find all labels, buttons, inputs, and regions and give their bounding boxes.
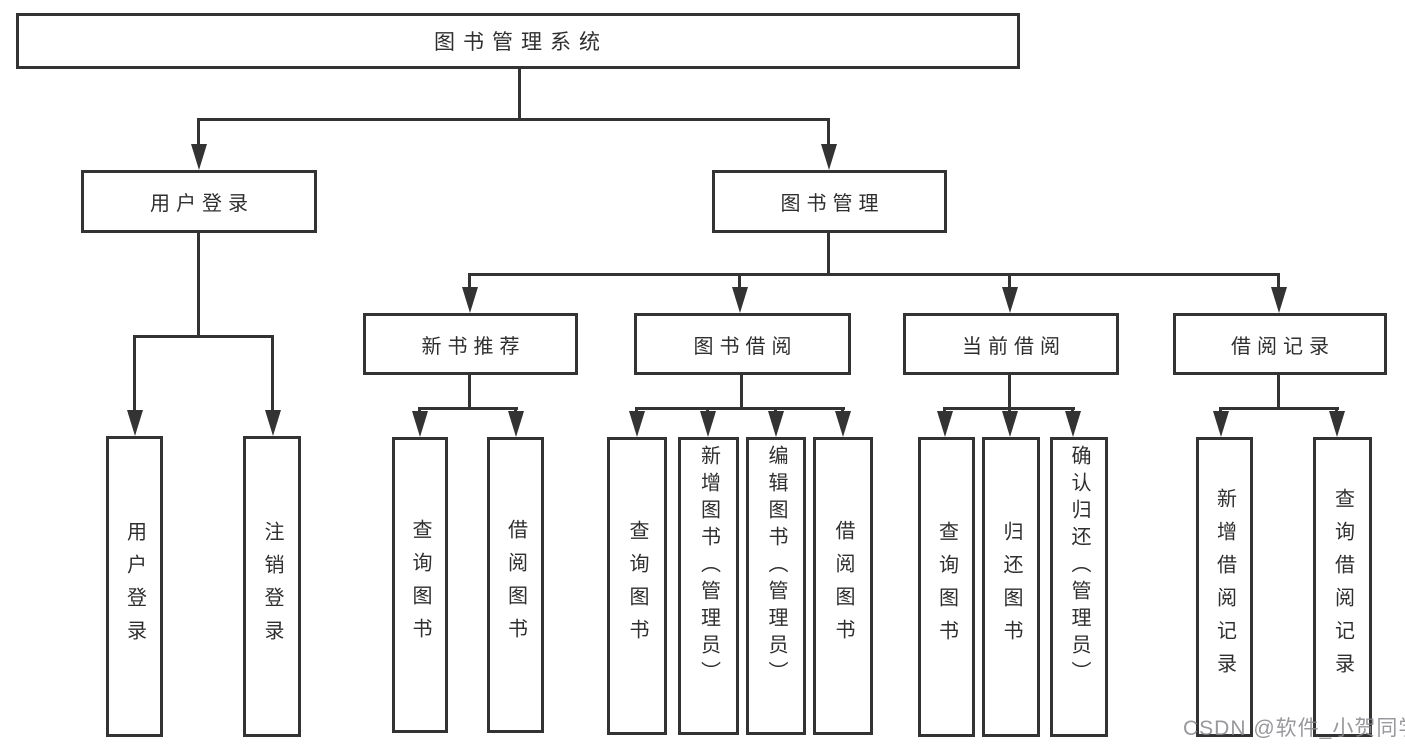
leaf-label: 借阅图书 [504, 519, 527, 651]
node-borrow-records-label: 借阅记录 [1231, 335, 1335, 358]
node-root: 图书管理系统 [16, 13, 1020, 69]
node-book-mgmt: 图书管理 [712, 170, 947, 233]
leaf-label: 查询图书 [409, 519, 431, 651]
connector-line [418, 407, 518, 410]
leaf-bookborrow-borrow: 借阅图书 [813, 437, 873, 735]
arrow-down-icon [127, 410, 143, 436]
leaf-user-login: 用户登录 [106, 436, 163, 737]
connector-line [841, 407, 844, 414]
arrow-down-icon [412, 411, 428, 437]
connector-line [271, 335, 274, 411]
leaf-label: 查询图书 [626, 520, 648, 652]
connector-line [133, 335, 136, 411]
arrow-down-icon [191, 144, 207, 170]
leaf-current-return: 归还图书 [982, 437, 1040, 737]
connector-line [1219, 407, 1222, 414]
leaf-bookborrow-query: 查询图书 [607, 437, 667, 735]
arrow-down-icon [700, 411, 716, 437]
connector-line [1277, 375, 1280, 407]
connector-line [1008, 407, 1011, 414]
leaf-label: 编辑图书（管理员） [765, 445, 787, 688]
arrow-down-icon [1002, 287, 1018, 313]
leaf-records-add: 新增借阅记录 [1196, 437, 1253, 737]
arrow-down-icon [629, 411, 645, 437]
node-book-borrow-label: 图书借阅 [693, 335, 798, 358]
connector-line [518, 69, 521, 118]
connector-line [468, 273, 471, 289]
connector-line [198, 118, 830, 121]
connector-line [635, 407, 638, 414]
arrow-down-icon [937, 411, 953, 437]
node-borrow-records: 借阅记录 [1173, 313, 1387, 375]
connector-line [514, 407, 517, 414]
arrow-down-icon [1329, 411, 1345, 437]
connector-line [468, 273, 1280, 276]
arrow-down-icon [835, 411, 851, 437]
node-current-borrow-label: 当前借阅 [962, 335, 1066, 358]
connector-line [738, 273, 741, 289]
leaf-bookborrow-edit: 编辑图书（管理员） [746, 437, 806, 735]
leaf-label: 归还图书 [1000, 521, 1022, 653]
leaf-label: 新增借阅记录 [1213, 488, 1236, 686]
node-new-books-label: 新书推荐 [421, 335, 526, 358]
arrow-down-icon [1002, 411, 1018, 437]
leaf-logout: 注销登录 [243, 436, 301, 737]
csdn-watermark: CSDN @软件_小贺同学 [1183, 717, 1405, 740]
arrow-down-icon [768, 411, 784, 437]
node-book-mgmt-label: 图书管理 [780, 193, 885, 215]
arrow-down-icon [1271, 287, 1287, 313]
leaf-current-confirm: 确认归还（管理员） [1050, 437, 1108, 737]
node-book-borrow: 图书借阅 [634, 313, 851, 375]
connector-line [1008, 375, 1011, 407]
arrow-down-icon [1213, 411, 1229, 437]
node-root-label: 图书管理系统 [434, 31, 608, 54]
node-user-login: 用户登录 [81, 170, 317, 233]
connector-line [827, 233, 830, 273]
node-user-login-label: 用户登录 [150, 193, 254, 215]
leaf-current-query: 查询图书 [918, 437, 975, 737]
connector-line [774, 407, 777, 414]
leaf-records-query: 查询借阅记录 [1313, 437, 1372, 737]
leaf-label: 新增图书（管理员） [697, 445, 720, 688]
leaf-label: 查询图书 [935, 521, 958, 653]
connector-line [197, 118, 200, 145]
node-new-books: 新书推荐 [363, 313, 578, 375]
connector-line [1219, 407, 1339, 410]
arrow-down-icon [265, 410, 281, 436]
leaf-newbooks-borrow: 借阅图书 [487, 437, 544, 733]
arrow-down-icon [508, 411, 524, 437]
connector-line [1008, 273, 1011, 289]
arrow-down-icon [732, 287, 748, 313]
connector-line [706, 407, 709, 414]
leaf-label: 注销登录 [261, 520, 283, 653]
connector-line [468, 375, 471, 407]
leaf-label: 查询借阅记录 [1331, 488, 1354, 686]
connector-line [418, 407, 421, 414]
connector-line [1277, 273, 1280, 289]
node-current-borrow: 当前借阅 [903, 313, 1119, 375]
connector-line [827, 118, 830, 145]
connector-line [1335, 407, 1338, 414]
connector-line [133, 335, 274, 338]
connector-line [635, 407, 845, 410]
arrow-down-icon [462, 287, 478, 313]
leaf-newbooks-query: 查询图书 [392, 437, 448, 733]
leaf-label: 用户登录 [123, 520, 146, 653]
connector-line [197, 233, 200, 335]
connector-line [740, 375, 743, 407]
arrow-down-icon [1065, 411, 1081, 437]
leaf-label: 确认归还（管理员） [1068, 445, 1090, 688]
arrow-down-icon [821, 144, 837, 170]
leaf-label: 借阅图书 [832, 520, 854, 652]
connector-line [1071, 407, 1074, 414]
leaf-bookborrow-add: 新增图书（管理员） [678, 437, 739, 735]
connector-line [943, 407, 946, 414]
